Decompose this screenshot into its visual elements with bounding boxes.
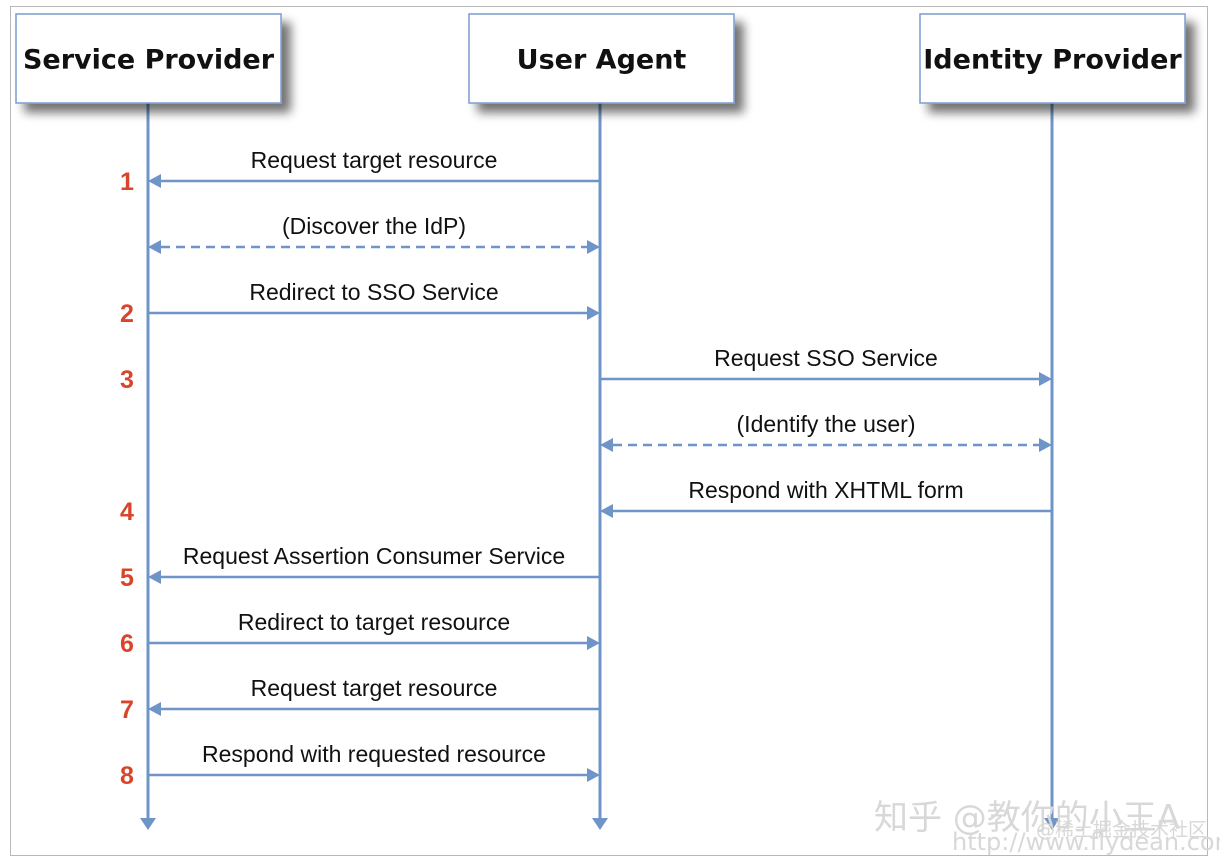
message-label-10: Respond with requested resource [202,741,546,767]
watermark-url: http://www.flydean.com [952,828,1220,856]
message-label-2: (Discover the IdP) [282,213,466,239]
message-5: (Identify the user) [600,411,1052,452]
message-arrowhead-4 [1039,372,1052,386]
watermark-zhihu: 知乎 @教你的小王A [874,798,1180,838]
lifeline-end-arrow-ua [592,818,608,830]
actor-box-ua [468,13,735,104]
message-arrowhead-9 [148,702,161,716]
step-number-1: 1 [120,168,134,196]
step-number-5: 5 [120,564,134,592]
message-10: Respond with requested resource 8 [120,741,600,790]
actor-idp: Identity Provider [919,13,1186,104]
message-arrowhead-6 [600,504,613,518]
message-arrowhead-3 [587,306,600,320]
step-number-8: 8 [120,762,134,790]
actor-box-idp [919,13,1186,104]
message-6: Respond with XHTML form 4 [120,477,1052,526]
message-9: Request target resource 7 [120,675,600,724]
message-arrowhead-8 [587,636,600,650]
message-2: (Discover the IdP) [148,213,600,254]
actor-ua: User Agent [468,13,735,104]
message-arrowhead-5 [1039,438,1052,452]
message-3: Redirect to SSO Service 2 [120,279,600,328]
step-number-7: 7 [120,696,134,724]
watermark-juejin: @稀土掘金技术社区 [1036,819,1207,841]
message-label-4: Request SSO Service [714,345,938,371]
step-number-4: 4 [120,498,134,526]
message-label-7: Request Assertion Consumer Service [183,543,565,569]
message-label-3: Redirect to SSO Service [249,279,498,305]
step-number-2: 2 [120,300,134,328]
message-label-6: Respond with XHTML form [688,477,963,503]
message-label-9: Request target resource [251,675,498,701]
message-arrowtail-2 [148,240,161,254]
actor-label-idp: Identity Provider [923,45,1182,76]
message-7: Request Assertion Consumer Service 5 [120,543,600,592]
lifeline-end-arrow-idp [1044,818,1060,830]
message-arrowhead-10 [587,768,600,782]
diagram-frame [10,6,1208,856]
actor-label-sp: Service Provider [23,45,275,76]
actor-sp: Service Provider [15,13,282,104]
message-arrowhead-2 [587,240,600,254]
message-arrowhead-7 [148,570,161,584]
message-label-1: Request target resource [251,147,498,173]
message-8: Redirect to target resource 6 [120,609,600,658]
step-number-6: 6 [120,630,134,658]
actor-label-ua: User Agent [517,45,687,76]
step-number-3: 3 [120,366,134,394]
message-4: Request SSO Service 3 [120,345,1052,394]
lifeline-end-arrow-sp [140,818,156,830]
message-label-5: (Identify the user) [737,411,916,437]
message-label-8: Redirect to target resource [238,609,510,635]
message-arrowhead-1 [148,174,161,188]
actor-box-sp [15,13,282,104]
message-1: Request target resource 1 [120,147,600,196]
message-arrowtail-5 [600,438,613,452]
